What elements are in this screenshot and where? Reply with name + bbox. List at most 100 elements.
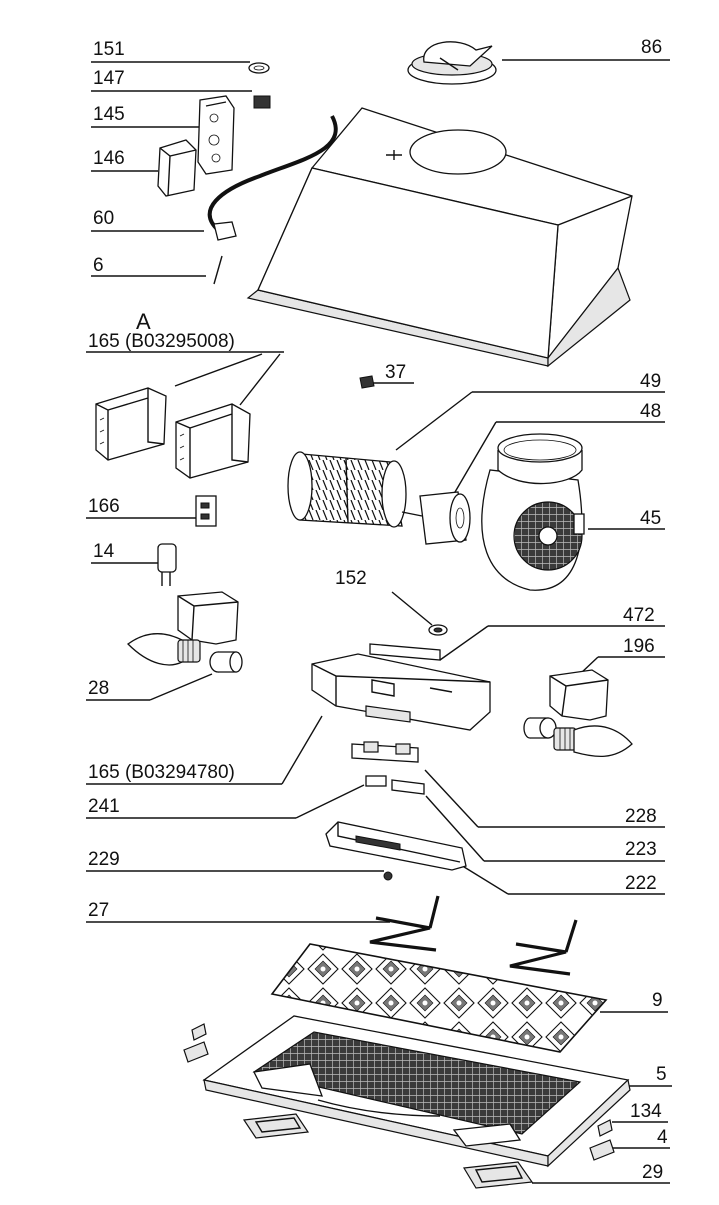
label-48-group: 48: [447, 401, 665, 505]
part-241-button: [365, 775, 387, 787]
label-196: 196: [623, 636, 655, 657]
part-165-bracket-left: [95, 387, 167, 461]
label-166-group: 166: [86, 496, 196, 519]
part-223-button: [391, 779, 425, 795]
part-472-bar: [369, 643, 441, 661]
part-29-pad-right: [463, 1161, 534, 1189]
label-165-b03295008: 165 (B03295008): [88, 331, 235, 352]
label-49: 49: [640, 371, 661, 392]
label-27: 27: [88, 900, 109, 921]
label-29: 29: [642, 1162, 663, 1183]
part-134-latch: [597, 1119, 613, 1137]
label-151: 151: [93, 39, 125, 60]
label-134-group: 134: [612, 1101, 668, 1123]
label-145-group: 145: [91, 104, 200, 128]
label-165-b03294780: 165 (B03294780): [88, 762, 235, 783]
part-165-bracket-right: [175, 403, 251, 479]
label-28-group: 28: [86, 673, 213, 701]
label-241: 241: [88, 796, 120, 817]
part-9-grease-filter: [270, 943, 608, 1053]
part-lamp-bulb-right: [553, 725, 633, 758]
label-60: 60: [93, 208, 114, 229]
label-5-group: 5: [628, 1064, 672, 1087]
part-222-tray: [325, 821, 467, 871]
part-86-damper: [407, 41, 497, 85]
part-6-screw: [213, 255, 223, 285]
label-14-group: 14: [91, 541, 160, 564]
label-147: 147: [93, 68, 125, 89]
label-223-group: 223: [425, 795, 665, 862]
part-4-latch: [589, 1139, 615, 1161]
label-165b-group: 165 (B03294780): [86, 715, 323, 785]
part-152-grommet: [428, 624, 448, 636]
label-152: 152: [335, 568, 367, 589]
label-29-group: 29: [532, 1162, 670, 1184]
label-134: 134: [630, 1101, 662, 1122]
label-165a-group: A 165 (B03295008): [86, 309, 284, 406]
part-14-capacitor: [157, 543, 177, 586]
part-229-screw: [383, 871, 393, 881]
label-27-group: 27: [86, 900, 390, 923]
part-49-fan-wheel: [287, 451, 407, 528]
label-146-group: 146: [91, 148, 158, 172]
part-60-power-cord: [207, 115, 338, 241]
part-165-main-housing: [311, 653, 491, 731]
label-45: 45: [640, 508, 661, 529]
label-228: 228: [625, 806, 657, 827]
part-27-spring-left: [369, 895, 440, 952]
part-29-pad-left: [242, 1113, 310, 1139]
part-28-lamp-socket-left: [209, 651, 243, 673]
label-37-group: 37: [372, 362, 414, 384]
label-241-group: 241: [86, 784, 365, 819]
part-166-terminal: [195, 495, 217, 527]
part-196-lamp-bracket-right: [549, 669, 609, 721]
part-151-grommet: [248, 62, 270, 74]
revision-mark: A: [136, 309, 151, 334]
label-229-group: 229: [86, 849, 384, 872]
label-48: 48: [640, 401, 661, 422]
label-223: 223: [625, 839, 657, 860]
label-60-group: 60: [91, 208, 204, 232]
part-48-motor: [401, 491, 471, 545]
part-27-spring-right: [509, 919, 578, 976]
part-45-blower-housing: [481, 433, 585, 591]
label-37: 37: [385, 362, 406, 383]
label-472: 472: [623, 605, 655, 626]
label-222-group: 222: [455, 861, 665, 895]
label-86-group: 86: [502, 37, 670, 61]
label-4: 4: [657, 1127, 668, 1148]
label-147-group: 147: [91, 68, 252, 92]
part-228-switch-plate: [351, 741, 419, 763]
label-145: 145: [93, 104, 125, 125]
label-146: 146: [93, 148, 125, 169]
label-472-group: 472: [439, 605, 665, 661]
part-latch-left-top: [183, 1023, 209, 1063]
part-hood-housing: [246, 107, 633, 368]
label-228-group: 228: [424, 769, 665, 828]
label-196-group: 196: [579, 636, 665, 675]
label-166: 166: [88, 496, 120, 517]
label-45-group: 45: [588, 508, 665, 530]
label-28: 28: [88, 678, 109, 699]
label-229: 229: [88, 849, 120, 870]
label-151-group: 151: [91, 39, 250, 63]
label-9: 9: [652, 990, 663, 1011]
label-86: 86: [641, 37, 662, 58]
part-5-bottom-frame: [202, 1015, 631, 1168]
label-6: 6: [93, 255, 104, 276]
part-147-clip: [253, 95, 271, 109]
label-4-group: 4: [612, 1127, 670, 1149]
part-37-clip: [359, 375, 375, 389]
label-9-group: 9: [600, 990, 668, 1013]
label-5: 5: [656, 1064, 667, 1085]
label-6-group: 6: [91, 255, 206, 277]
label-222: 222: [625, 873, 657, 894]
label-152-group: 152: [335, 568, 433, 626]
part-lamp-bulb-left: [127, 633, 201, 666]
part-lamp-bracket-left: [177, 591, 239, 645]
label-14: 14: [93, 541, 115, 562]
label-49-group: 49: [395, 371, 665, 451]
part-146-relay: [157, 139, 197, 197]
